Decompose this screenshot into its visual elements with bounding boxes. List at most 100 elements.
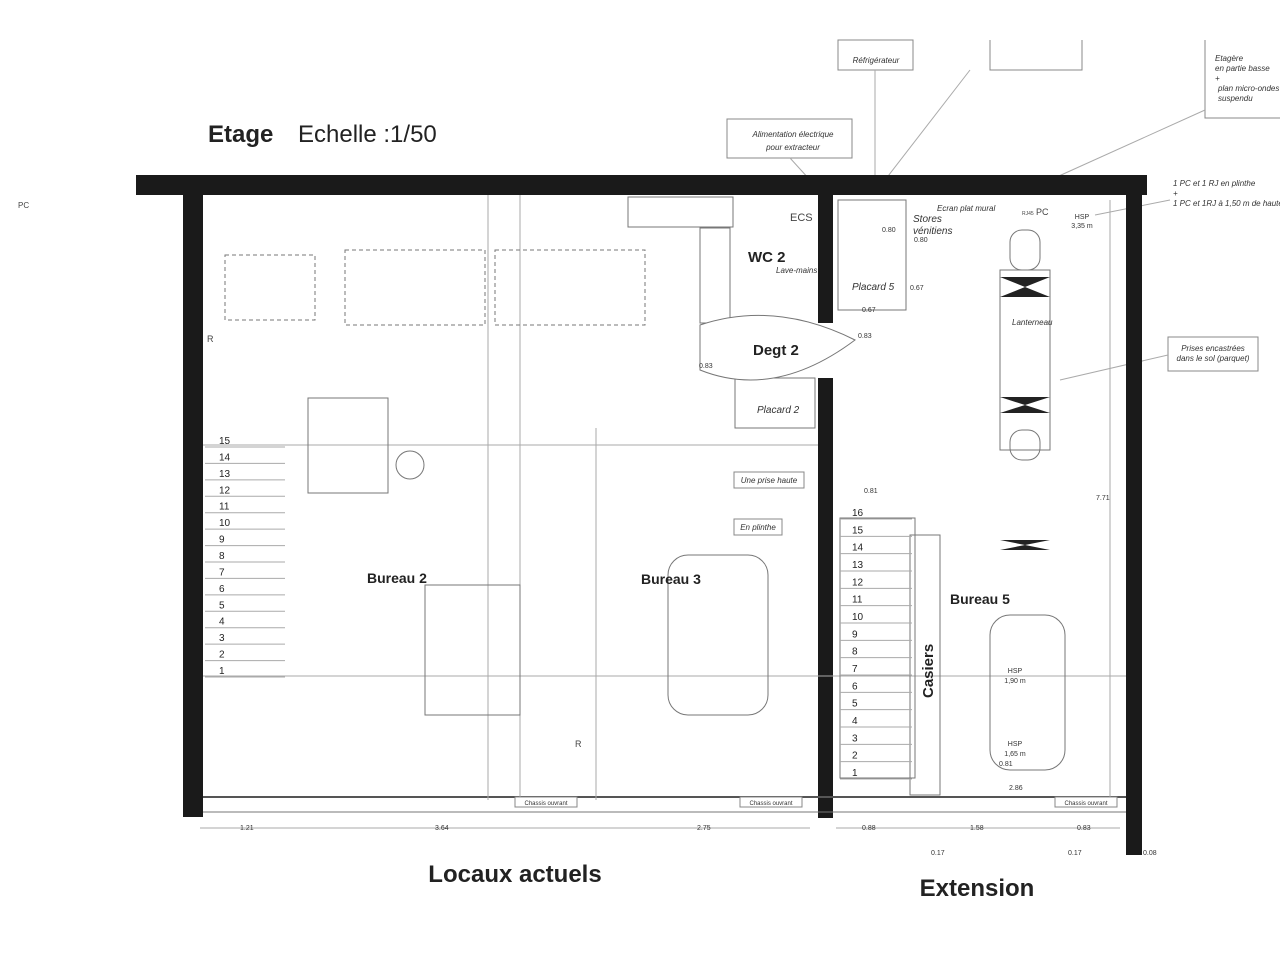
stair-step-number: 2: [852, 751, 858, 762]
callout-blank: [884, 40, 1083, 181]
label-lanterneau: Lanterneau: [1012, 318, 1053, 327]
stair-step-number: 15: [852, 525, 864, 536]
stair-step-number: 14: [852, 543, 864, 554]
dim: 0.83: [858, 333, 872, 340]
label-r-left: R: [207, 334, 214, 344]
stair-step-number: 13: [852, 560, 864, 571]
stair-step-number: 3: [219, 633, 225, 644]
dim: 2.86: [1009, 785, 1023, 792]
stair-step-number: 5: [219, 600, 225, 611]
dim: 0.81: [864, 488, 878, 495]
windows: Chassis ouvrant Chassis ouvrant Chassis …: [514, 796, 1118, 808]
callout-floor-line2: dans le sol (parquet): [1177, 354, 1250, 363]
label-hsp1-a: HSP: [1075, 214, 1090, 221]
room-degt2: Degt 2: [753, 342, 799, 359]
room-casiers: Casiers: [920, 644, 937, 698]
label-hsp1-b: 3,35 m: [1071, 223, 1093, 230]
label-pc: PC: [1036, 207, 1049, 217]
callout-shelf: Etagère en partie basse + plan micro-ond…: [1049, 40, 1280, 181]
stair-step-number: 5: [852, 699, 858, 710]
callout-shelf-line4: plan micro-ondes: [1217, 84, 1279, 93]
dim: 7.71: [1096, 495, 1110, 502]
dim: 3.64: [435, 825, 449, 832]
label-lave-mains: Lave-mains: [776, 266, 817, 275]
dim: 1.21: [240, 825, 254, 832]
walls: [136, 175, 1147, 855]
callout-extractor-line2: pour extracteur: [765, 143, 820, 152]
stair-step-number: 3: [852, 733, 858, 744]
stair-step-number: 1: [219, 666, 225, 677]
label-hsp3-a: HSP: [1008, 741, 1023, 748]
dim: 0.17: [931, 850, 945, 857]
stair-step-number: 12: [219, 485, 231, 496]
label-ecs: ECS: [790, 212, 813, 224]
plan-scale: Echelle :1/50: [298, 121, 437, 148]
label-rj: RJ45: [1022, 211, 1034, 217]
room-bureau2: Bureau 2: [367, 570, 427, 586]
room-bureau3: Bureau 3: [641, 571, 701, 587]
section-locaux-actuels: Locaux actuels: [428, 861, 601, 888]
stair-step-number: 13: [219, 469, 231, 480]
stair-step-number: 10: [852, 612, 864, 623]
stair-step-number: 12: [852, 577, 864, 588]
dim: 2.75: [697, 825, 711, 832]
label-hsp3-b: 1,65 m: [1004, 751, 1026, 758]
label-ecran: Ecran plat mural: [937, 204, 995, 213]
dim: 0.83: [699, 363, 713, 370]
furniture: [224, 196, 1066, 796]
label-baseboard: En plinthe: [740, 523, 776, 532]
dim: 0.80: [914, 237, 928, 244]
label-hsp2-b: 1,90 m: [1004, 678, 1026, 685]
stair-step-number: 11: [852, 595, 863, 606]
stair-step-number: 9: [852, 629, 858, 640]
callout-shelf-line5: suspendu: [1218, 94, 1253, 103]
dimensions: 0.80 0.80 0.67 0.67 0.83 0.83 0.81 7.71 …: [200, 227, 1157, 857]
callout-fridge-text: Réfrigérateur: [853, 56, 900, 65]
stair-step-number: 9: [219, 535, 225, 546]
callout-floor-outlets: Prises encastrées dans le sol (parquet): [1059, 336, 1259, 381]
stair-step-number: 10: [219, 518, 231, 529]
callout-shelf-line1: Etagère: [1215, 54, 1244, 63]
plan-title: Etage: [208, 121, 273, 148]
stair-step-number: 7: [219, 567, 225, 578]
dim: 0.83: [1077, 825, 1091, 832]
stair-step-number: 7: [852, 664, 858, 675]
stair-step-number: 14: [219, 452, 231, 463]
stair-step-number: 8: [219, 551, 225, 562]
dim: 0.88: [862, 825, 876, 832]
stair-step-number: 6: [852, 681, 858, 692]
callout-outlets-line1: 1 PC et 1 RJ en plinthe: [1173, 179, 1256, 188]
callout-outlets-line2: +: [1173, 189, 1178, 198]
room-bureau5: Bureau 5: [950, 591, 1010, 607]
callout-outlets-line3: 1 PC et 1RJ à 1,50 m de hauteur: [1173, 199, 1280, 208]
dim: 0.81: [999, 761, 1013, 768]
dim: 0.67: [910, 285, 924, 292]
lanterneau-marks: [1000, 277, 1050, 550]
window-label-3: Chassis ouvrant: [1064, 801, 1107, 807]
callout-extractor: Alimentation électrique pour extracteur: [726, 118, 853, 181]
stair-step-number: 15: [219, 436, 231, 447]
label-r-bottom: R: [575, 739, 582, 749]
stair-step-number: 1: [852, 768, 858, 779]
section-extension: Extension: [920, 875, 1035, 902]
callout-shelf-line3: +: [1215, 74, 1220, 83]
dim: 0.17: [1068, 850, 1082, 857]
dim: 1.58: [970, 825, 984, 832]
label-hsp2-a: HSP: [1008, 668, 1023, 675]
dim: 0.80: [882, 227, 896, 234]
window-label-2: Chassis ouvrant: [749, 801, 792, 807]
stair-step-number: 11: [219, 502, 230, 513]
callout-fridge: Réfrigérateur: [837, 39, 914, 180]
room-placard2: Placard 2: [757, 405, 800, 416]
label-stores-2: vénitiens: [913, 226, 952, 237]
callout-shelf-line2: en partie basse: [1215, 64, 1270, 73]
stair-step-number: 4: [219, 617, 225, 628]
dim: 0.67: [862, 307, 876, 314]
callout-floor-line1: Prises encastrées: [1181, 344, 1245, 353]
callout-extractor-line1: Alimentation électrique: [752, 130, 834, 139]
room-wc2: WC 2: [748, 249, 786, 266]
stair-step-number: 2: [219, 650, 225, 661]
